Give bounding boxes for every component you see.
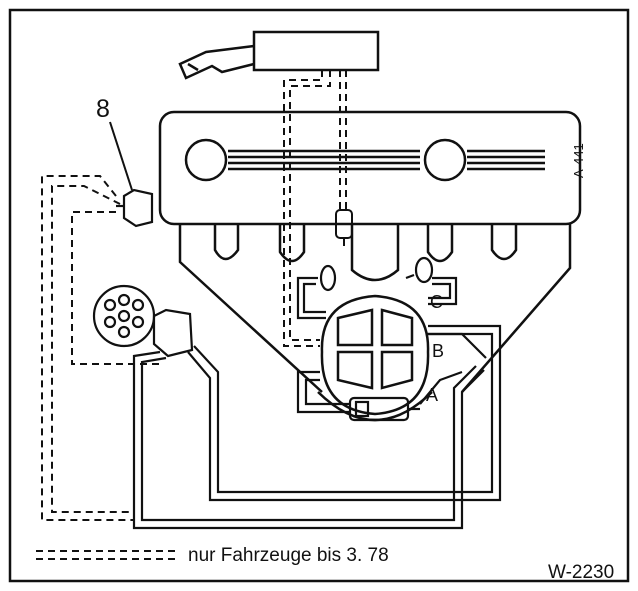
- callout-leader-8: [109, 121, 133, 191]
- hoses-dashed: [41, 70, 347, 521]
- callout-8: 8: [96, 95, 110, 123]
- small-valve-center: [335, 209, 353, 246]
- thermo-valve: [348, 396, 420, 422]
- air-intake-snorkel: [178, 30, 380, 80]
- legend-text: nur Fahrzeuge bis 3. 78: [188, 545, 389, 566]
- vacuum-unit-left: [310, 264, 337, 292]
- legend-line: [36, 550, 180, 560]
- valve-8: [116, 188, 154, 228]
- diagram-frame: [8, 8, 630, 583]
- figure-code: W-2230: [548, 562, 615, 583]
- vacuum-unit-right: [405, 256, 434, 284]
- hoses-solid: [132, 276, 502, 530]
- label-a: A: [426, 385, 439, 405]
- round-component: [92, 284, 194, 358]
- carburettor: [317, 294, 433, 422]
- side-reference-code: A-441: [571, 143, 586, 178]
- label-c: C: [430, 292, 443, 312]
- label-b: B: [432, 341, 445, 361]
- air-cleaner-housing: [158, 110, 582, 226]
- intake-manifold: [178, 224, 572, 393]
